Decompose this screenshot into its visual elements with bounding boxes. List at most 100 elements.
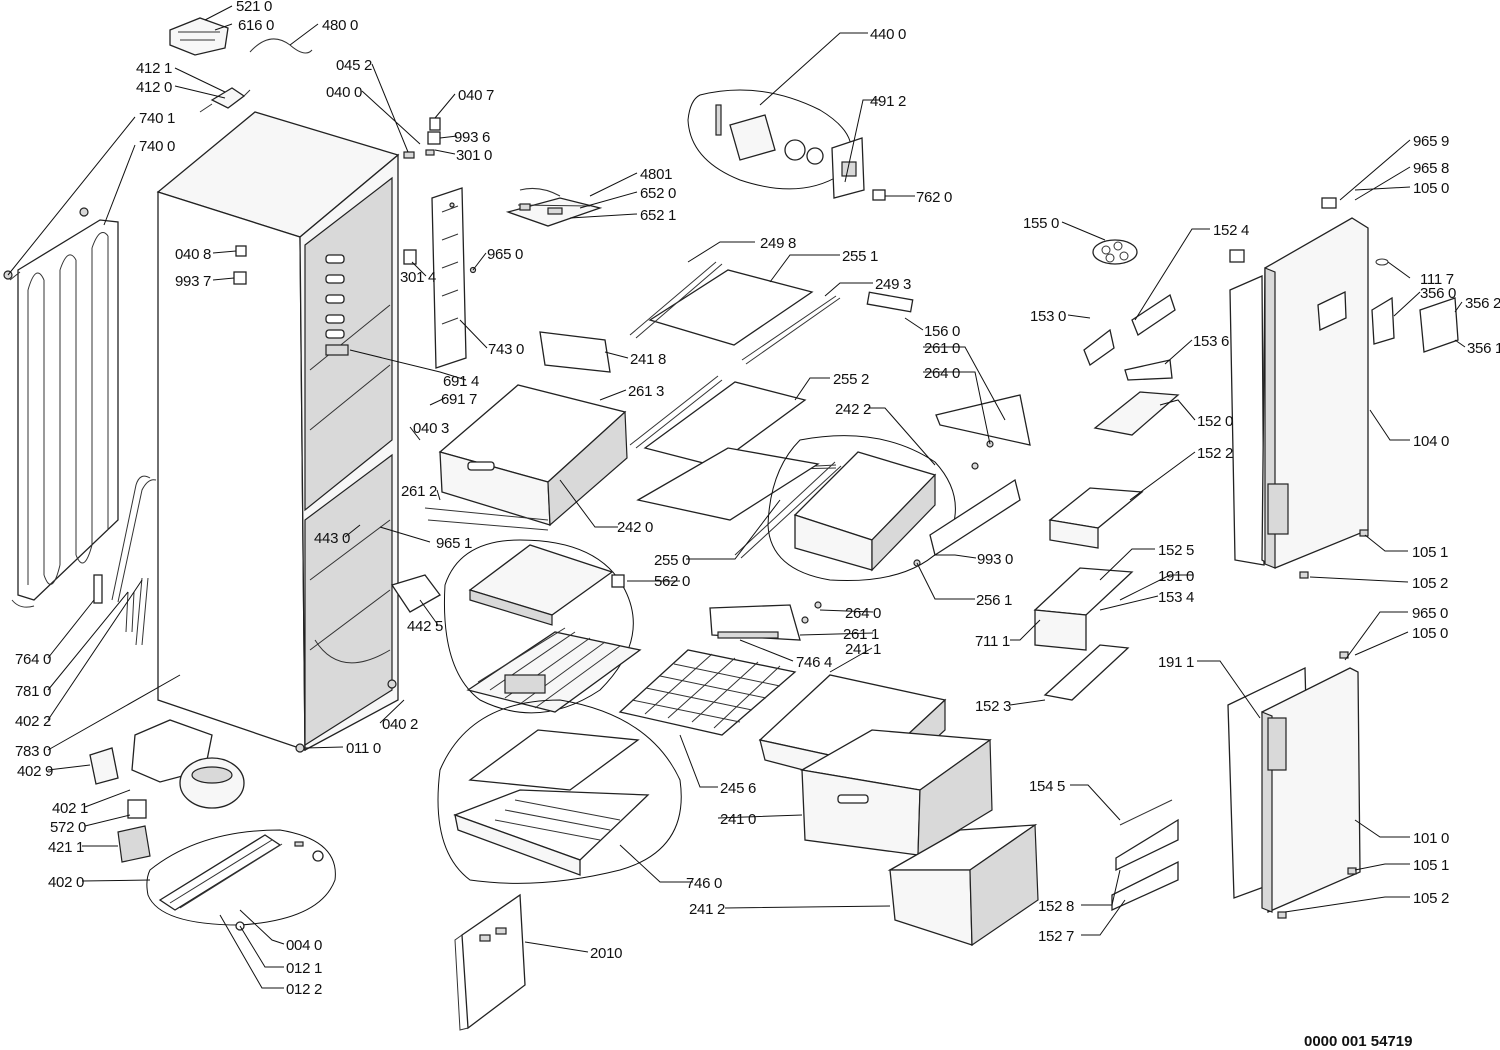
part-label: 040 3 (413, 420, 449, 437)
freezer-cover-group (437, 699, 682, 884)
freezer-drawers (758, 674, 1039, 947)
part-label: 261 2 (401, 483, 437, 500)
part-label: 242 0 (617, 519, 653, 536)
part-label: 965 9 (1413, 133, 1449, 150)
part-label: 004 0 (286, 937, 322, 954)
part-label: 4801 (640, 166, 672, 183)
part-label: 652 0 (640, 185, 676, 202)
part-label: 191 1 (1158, 654, 1194, 671)
part-label: 153 0 (1030, 308, 1066, 325)
part-label: 156 0 (924, 323, 960, 340)
part-label: 301 0 (456, 147, 492, 164)
part-label: 040 0 (326, 84, 362, 101)
wire-rack (618, 601, 822, 736)
part-label: 105 0 (1413, 180, 1449, 197)
part-label: 152 2 (1197, 445, 1233, 462)
part-label: 154 5 (1029, 778, 1065, 795)
part-label: 249 8 (760, 235, 796, 252)
part-label: 040 7 (458, 87, 494, 104)
part-label: 356 0 (1420, 285, 1456, 302)
part-label: 691 4 (443, 373, 479, 390)
part-label: 402 1 (52, 800, 88, 817)
document-number: 0000 001 54719 (1304, 1033, 1413, 1050)
part-label: 264 0 (924, 365, 960, 382)
part-label: 746 4 (796, 654, 832, 671)
part-label: 402 0 (48, 874, 84, 891)
part-label: 965 8 (1413, 160, 1449, 177)
part-label: 356 1 (1467, 340, 1500, 357)
part-label: 255 2 (833, 371, 869, 388)
part-label: 402 9 (17, 763, 53, 780)
part-label: 993 0 (977, 551, 1013, 568)
part-label: 191 0 (1158, 568, 1194, 585)
part-label: 301 4 (400, 269, 436, 286)
part-label: 111 7 (1420, 271, 1454, 288)
part-label: 153 6 (1193, 333, 1229, 350)
air-duct (431, 187, 467, 369)
control-board (505, 188, 603, 227)
part-label: 261 0 (924, 340, 960, 357)
part-label: 152 3 (975, 698, 1011, 715)
part-label: 241 0 (720, 811, 756, 828)
evaporator-group (390, 539, 642, 714)
part-label: 105 1 (1413, 857, 1449, 874)
parts-drawing (3, 17, 1459, 1031)
part-label: 421 1 (48, 839, 84, 856)
fan-motor-group (687, 89, 886, 201)
part-label: 153 4 (1158, 589, 1194, 606)
part-label: 743 0 (488, 341, 524, 358)
part-label: 256 1 (976, 592, 1012, 609)
part-label: 443 0 (314, 530, 350, 547)
part-label: 105 0 (1412, 625, 1448, 642)
part-label: 152 0 (1197, 413, 1233, 430)
part-label: 442 5 (407, 618, 443, 635)
part-label: 762 0 (916, 189, 952, 206)
part-label: 152 5 (1158, 542, 1194, 559)
part-label: 993 7 (175, 273, 211, 290)
part-label: 012 2 (286, 981, 322, 998)
part-label: 616 0 (238, 17, 274, 34)
part-label: 356 2 (1465, 295, 1500, 312)
part-label: 101 0 (1413, 830, 1449, 847)
freezer-door (1227, 651, 1361, 919)
fridge-door (1229, 197, 1459, 579)
part-label: 965 0 (487, 246, 523, 263)
part-label: 264 0 (845, 605, 881, 622)
part-label: 155 0 (1023, 215, 1059, 232)
part-label: 562 0 (654, 573, 690, 590)
part-label: 241 2 (689, 901, 725, 918)
part-label: 242 2 (835, 401, 871, 418)
part-label: 105 1 (1412, 544, 1448, 561)
part-label: 764 0 (15, 651, 51, 668)
part-label: 412 1 (136, 60, 172, 77)
part-label: 011 0 (346, 740, 381, 757)
part-label: 691 7 (441, 391, 477, 408)
part-label: 781 0 (15, 683, 51, 700)
part-label: 746 0 (686, 875, 722, 892)
glass-shelves (629, 261, 914, 559)
part-label: 105 2 (1413, 890, 1449, 907)
part-label: 965 1 (436, 535, 472, 552)
leader-lines (7, 5, 1466, 989)
part-label: 402 2 (15, 713, 51, 730)
upper-drawer (424, 331, 628, 531)
part-label: 261 3 (628, 383, 664, 400)
part-label: 2010 (590, 945, 622, 962)
part-label: 152 7 (1038, 928, 1074, 945)
part-label: 241 8 (630, 351, 666, 368)
part-label: 241 1 (845, 641, 881, 658)
part-number-labels: 521 0 616 0 480 0 412 1 412 0 045 2 040 … (15, 0, 1500, 998)
part-label: 245 6 (720, 780, 756, 797)
part-label: 711 1 (975, 633, 1010, 650)
part-label: 521 0 (236, 0, 272, 15)
door-bins (1033, 239, 1180, 912)
part-label: 783 0 (15, 743, 51, 760)
part-label: 412 0 (136, 79, 172, 96)
fridge-cabinet (156, 111, 400, 753)
drain-tubes (93, 475, 157, 646)
part-label: 740 1 (139, 110, 175, 127)
compressor-group (89, 719, 336, 931)
part-label: 440 0 (870, 26, 906, 43)
part-label: 105 2 (1412, 575, 1448, 592)
